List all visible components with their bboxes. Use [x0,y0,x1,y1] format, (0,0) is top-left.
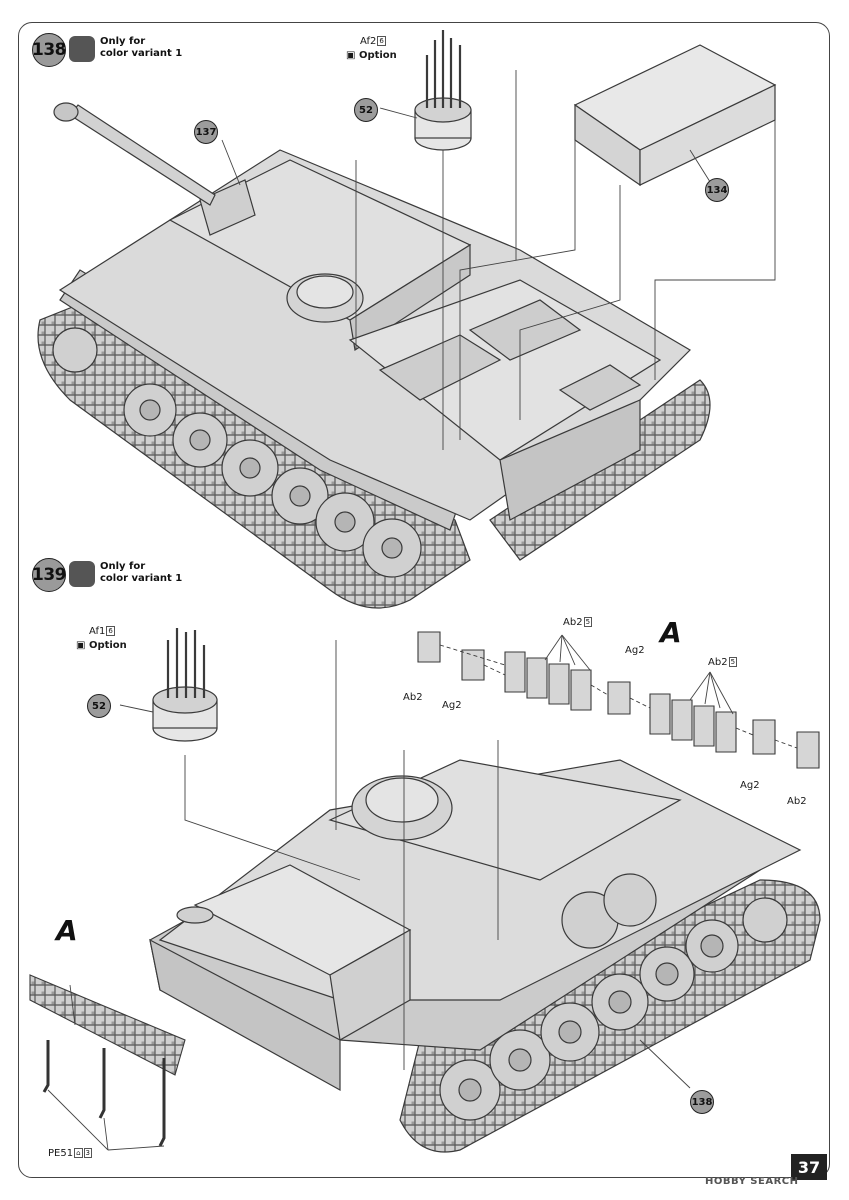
callout-ag2-b: Ag2 [442,700,462,711]
detail-label-a-bottom: A [56,914,78,947]
callout-pe51: PE51⌂3 [48,1148,92,1159]
part-138: 138 [690,1090,714,1114]
detail-label-a-top: A [660,616,682,649]
part-52-bottom: 52 [87,694,111,718]
callout-ag2-a: Ag2 [625,645,645,656]
part-137: 137 [194,120,218,144]
vehicle-bottom [149,759,821,1153]
stowage-box [573,44,777,187]
pe51-rods [42,1040,166,1147]
watermark: HOBBY SEARCH [705,1176,799,1187]
page-number: 37 [791,1154,827,1180]
color-variant-icon [69,36,95,62]
antenna-mount-top [414,30,472,151]
step-number-139: 139 [32,558,67,592]
color-variant-icon [69,561,95,587]
vehicle-top [37,102,711,609]
callout-option-1: ▣ Option [346,50,397,61]
track-links [29,631,820,1076]
page-frame [18,22,830,1178]
callout-ag2-c: Ag2 [740,780,760,791]
part-134: 134 [705,178,729,202]
callout-ab2-b: Ab2 [787,796,807,807]
step-138-note: Only for color variant 1 [100,36,183,59]
step-number-138: 138 [32,33,67,67]
part-52-top: 52 [354,98,378,122]
antenna-mount-bottom [152,628,218,742]
callout-ab2-a: Ab2 [403,692,423,703]
step-139-note: Only for color variant 1 [100,561,183,584]
callout-option-2: ▣ Option [76,640,127,651]
